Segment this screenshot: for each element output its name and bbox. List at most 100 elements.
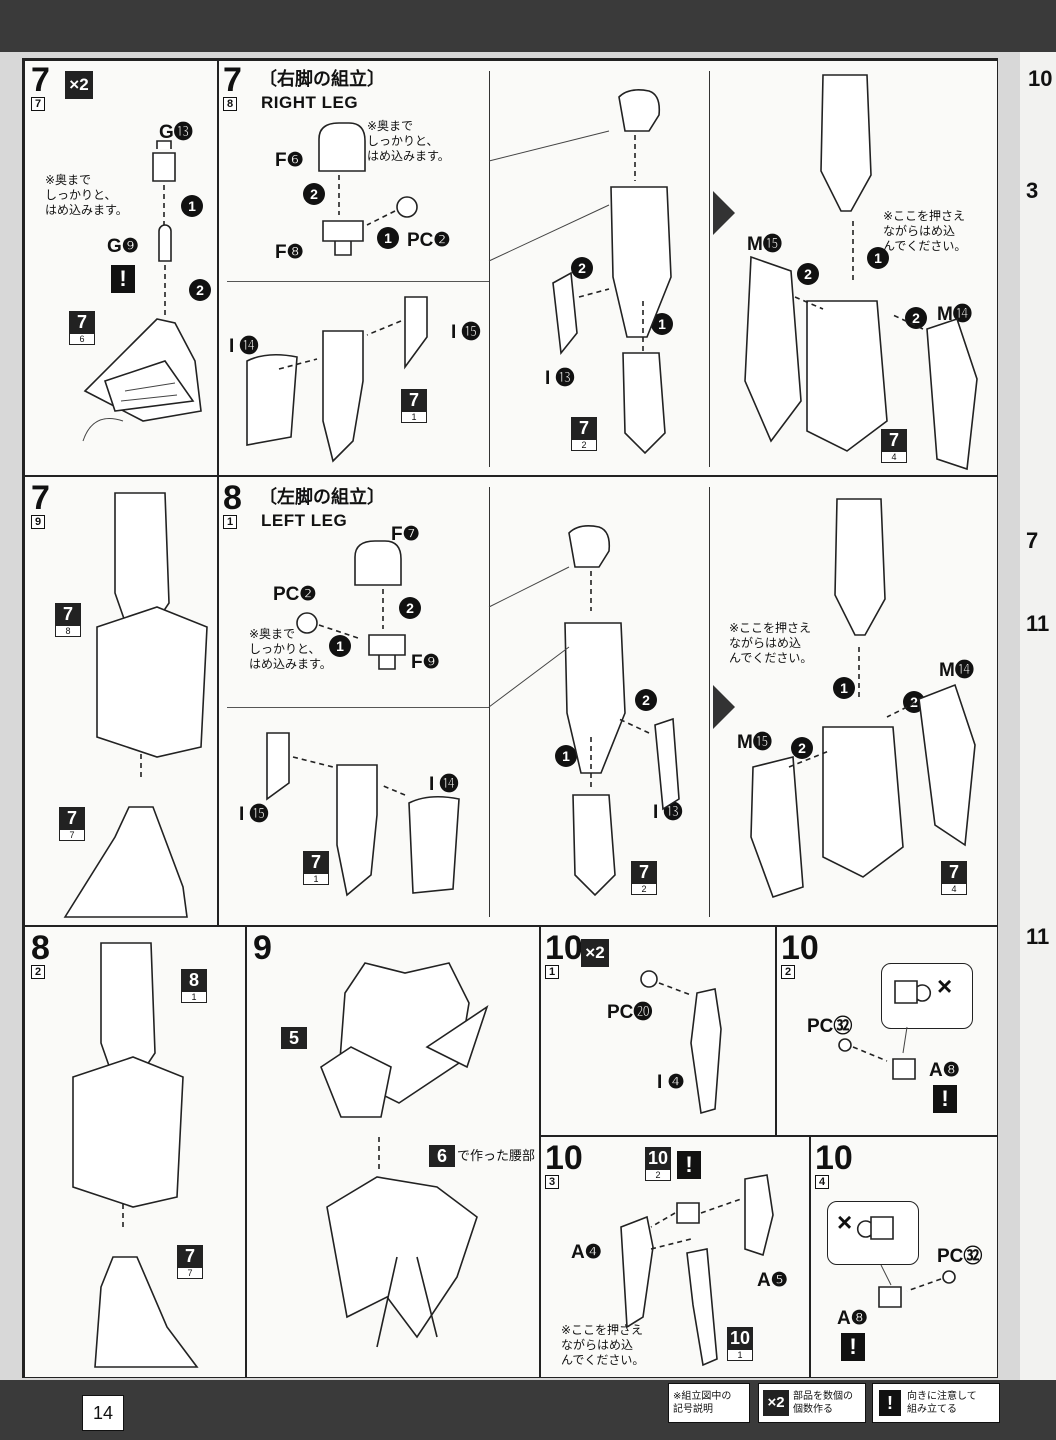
part-label-a8: A❽ [929,1060,960,1081]
part-drawing-shin-shell [266,732,460,897]
substep-number: 2 [781,965,796,979]
substep-number: 1 [545,965,560,979]
part-drawing-foot [82,140,202,442]
top-bar [0,0,1056,52]
step-number: 9 [253,929,272,967]
legend-title: ※組立図中の 記号説明 [668,1383,750,1423]
next-arrow-icon [713,191,735,235]
panel-step-7-7: 7 7 ×2 G⓭ ※奥まで しっかりと、 はめ込みます。 G❾ 1 2 ! 7… [24,60,218,476]
order-1-icon: 1 [833,677,855,699]
step-number: 7 [31,61,50,99]
part-label-pc32: PC㉜ [807,1016,853,1037]
part-label-i15: I ⓯ [451,322,481,343]
order-1-icon: 1 [651,313,673,335]
part-label-m15: M⓯ [747,234,782,255]
part-label-f9: F❾ [411,652,440,673]
order-2-icon: 2 [189,279,211,301]
legend-warning: ! 向きに注意して 組み立てる [872,1383,1000,1423]
order-1-icon: 1 [867,247,889,269]
title-en: RIGHT LEG [261,93,359,112]
part-label-i13: I ⓭ [545,368,575,389]
order-1-icon: 1 [377,227,399,249]
part-drawing-thigh-joint [318,122,418,256]
part-drawing-leg-assembled [72,942,199,1368]
part-label-a4: A❹ [571,1242,602,1263]
part-label-i15: I ⓯ [239,804,269,825]
part-drawing-skirt-plates [620,1174,774,1367]
multiply-badge: ×2 [581,939,609,967]
warning-icon: ! [879,1390,901,1416]
note-hold-here: ※ここを押さえ ながらはめ込 んでください。 [883,209,967,253]
part-label-i4: I ❹ [657,1072,685,1093]
edge-step-3: 3 [1026,178,1039,203]
part-drawing-torso-waist [320,962,489,1348]
part-drawing-lower-leg [488,525,680,897]
order-2-icon: 2 [399,597,421,619]
edge-step-11a: 11 [1026,611,1050,636]
note-hold-here: ※ここを押さえ ながらはめ込 んでください。 [729,621,813,665]
edge-step-10: 10 [1028,66,1053,91]
part-drawing-lower-leg [488,89,672,455]
part-label-f6: F❻ [275,150,304,171]
panel-step-10-2: 10 2 PC㉜ A❽ ! × [776,926,998,1136]
substep-number: 7 [31,97,46,111]
title-jp: 〔右脚の組立〕 [259,69,385,90]
edge-step-7: 7 [1026,528,1039,553]
order-2-icon: 2 [797,263,819,285]
part-label-f8: F❽ [275,242,304,263]
substep-number: 3 [545,1175,560,1189]
part-label-pc2: PC❷ [273,584,317,605]
substep-number: 8 [223,97,238,111]
part-drawing-joint-cap [856,1216,956,1308]
step-number: 10 [545,929,583,967]
panel-step-10-4: 10 4 × PC㉜ A❽ ! [810,1136,998,1378]
order-2-icon: 2 [303,183,325,205]
step-number: 10 [815,1139,853,1177]
part-label-i13: I ⓭ [653,802,683,823]
order-2-icon: 2 [571,257,593,279]
panel-step-8-1-left-leg: 8 1 〔左脚の組立〕 LEFT LEG F❼ PC❷ F❾ ※奥まで しっかり… [218,476,998,926]
panel-step-7-8-right-leg: 7 8 〔右脚の組立〕 RIGHT LEG ※奥まで しっかりと、 はめ込みます… [218,60,998,476]
step-number: 10 [545,1139,583,1177]
substep-number: 1 [223,515,238,529]
panel-step-10-1: 10 1 ×2 PC⓴ I ❹ [540,926,776,1136]
ref-step-6: 6 [429,1145,455,1167]
step-number: 7 [31,479,50,517]
title-en: LEFT LEG [261,511,348,530]
part-drawing-knee-armor [750,498,976,899]
note-waist: で作った腰部 [457,1149,536,1164]
note-insert-fully: ※奥まで しっかりと、 はめ込みます。 [367,119,450,163]
step-number: 7 [223,61,242,99]
part-drawing-shin-shell [246,296,428,463]
part-label-a5: A❺ [757,1270,788,1291]
order-2b-icon: 2 [791,737,813,759]
order-1-icon: 1 [555,745,577,767]
part-drawing-leg-assembled [63,492,208,918]
panel-step-9: 9 5 6 で作った腰部 [246,926,540,1378]
part-label-f7: F❼ [391,524,420,545]
warning-icon: ! [111,265,135,293]
cross-icon: × [937,971,953,1001]
part-label-m14: M⓮ [937,304,972,325]
part-drawing-thigh-joint [296,540,406,670]
next-arrow-icon [713,685,735,729]
part-label-g13: G⓭ [159,122,193,143]
part-label-pc2: PC❷ [407,230,451,251]
note-hold-here: ※ここを押さえ ながらはめ込 んでください。 [561,1323,645,1367]
edge-step-11b: 11 [1026,924,1050,949]
part-drawing-pin [640,970,722,1115]
part-label-a8: A❽ [837,1308,868,1329]
part-label-m14: M⓮ [939,660,974,681]
